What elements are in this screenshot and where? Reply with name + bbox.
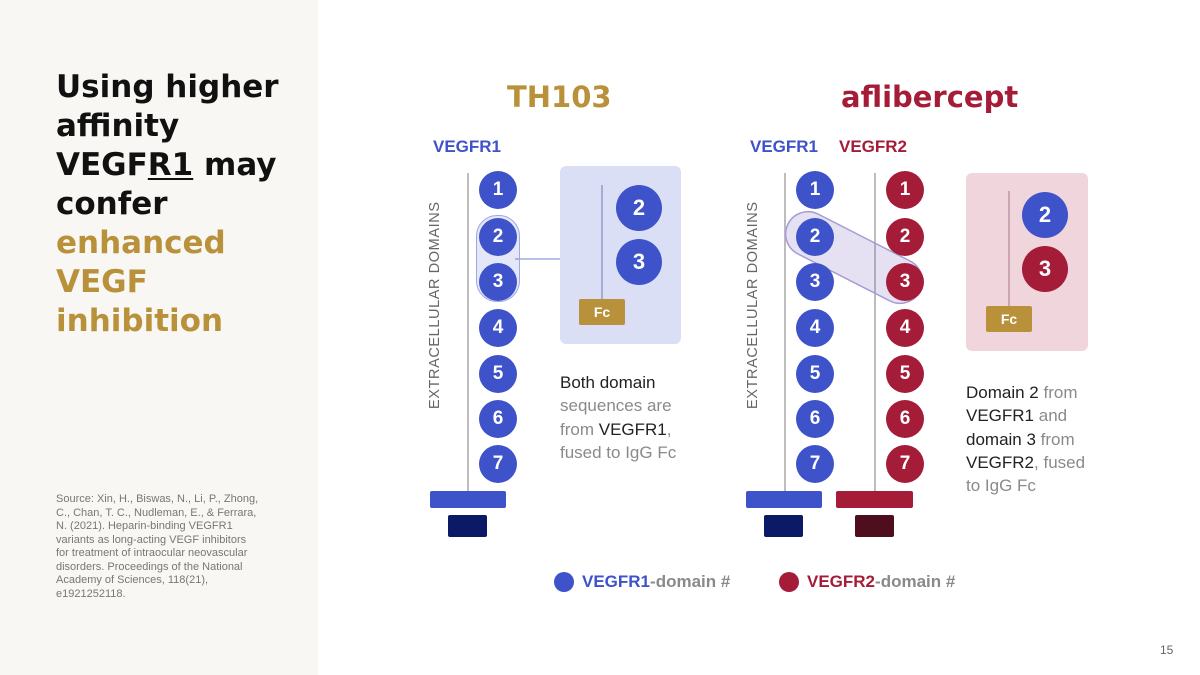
aflibercept-desc-from-1: from — [1038, 383, 1078, 402]
th103-desc-line-4: fused to IgG Fc — [560, 442, 677, 462]
page-number: 15 — [1160, 643, 1174, 657]
aflibercept-vegfr2-membrane-bar — [836, 491, 913, 508]
sidebar-panel — [0, 0, 318, 675]
legend-vegfr1-suffix: -domain # — [650, 572, 731, 591]
aflibercept-desc-domain3: domain 3 — [966, 429, 1036, 449]
th103-description: Both domain sequences are from VEGFR1, f… — [560, 371, 730, 464]
aflibercept-description: Domain 2 from VEGFR1 and domain 3 from V… — [966, 381, 1136, 497]
aflibercept-desc-fused: , fused — [1034, 452, 1086, 472]
aflibercept-vegfr1-domain-7: 7 — [796, 445, 834, 483]
legend-vegfr2: VEGFR2-domain # — [807, 572, 955, 592]
aflibercept-vegfr2-domain-2: 2 — [886, 218, 924, 256]
th103-fusion-domain-2: 2 — [616, 185, 662, 231]
th103-heading: TH103 — [507, 80, 612, 114]
aflibercept-vegfr2-domain-3: 3 — [886, 263, 924, 301]
th103-fusion-domain-3: 3 — [616, 239, 662, 285]
th103-domain-1: 1 — [479, 171, 517, 209]
aflibercept-desc-and: and — [1034, 406, 1068, 426]
aflibercept-vegfr2-domain-4: 4 — [886, 309, 924, 347]
title-line-1: Using higher — [56, 69, 279, 105]
th103-domain-4: 4 — [479, 309, 517, 347]
th103-desc-line-1: Both domain — [560, 373, 656, 392]
th103-desc-vegfr1: VEGFR1 — [598, 419, 667, 439]
th103-receptor-line — [467, 173, 469, 493]
th103-vegfr1-label: VEGFR1 — [433, 137, 502, 156]
th103-fusion-line — [601, 185, 603, 303]
aflibercept-vegfr1-domain-1: 1 — [796, 171, 834, 209]
aflibercept-vegfr1-membrane-bar — [746, 491, 822, 508]
title-line-5: enhanced — [56, 225, 226, 261]
title-line-3: VEGFR1 may — [56, 146, 296, 185]
aflibercept-desc-vegfr2: VEGFR2 — [966, 452, 1035, 472]
legend-vegfr1-key: VEGFR1 — [582, 572, 651, 591]
title-line-4: confer — [56, 186, 168, 222]
title-line-7: inhibition — [56, 303, 224, 339]
title-line-6: VEGF — [56, 264, 148, 300]
source-citation: Source: Xin, H., Biswas, N., Li, P., Zho… — [56, 493, 259, 600]
th103-domain-2: 2 — [479, 218, 517, 256]
aflibercept-vegfr1-domain-3: 3 — [796, 263, 834, 301]
title-vegf: VEGF — [56, 147, 148, 183]
aflibercept-vegfr1-domain-4: 4 — [796, 309, 834, 347]
aflibercept-desc-domain2: Domain 2 — [966, 383, 1039, 402]
aflibercept-vegfr2-domain-5: 5 — [886, 355, 924, 393]
aflibercept-heading: aflibercept — [841, 80, 1019, 114]
legend-vegfr1: VEGFR1-domain # — [582, 572, 730, 592]
th103-axis-label: EXTRACELLULAR DOMAINS — [427, 201, 443, 409]
th103-fusion-connector — [515, 258, 560, 260]
th103-desc-line-2: sequences are — [560, 396, 672, 416]
aflibercept-desc-from-2: from — [1035, 429, 1075, 449]
aflibercept-vegfr1-domain-5: 5 — [796, 355, 834, 393]
aflibercept-vegfr1-anchor — [764, 515, 803, 537]
legend-vegfr2-swatch — [779, 572, 799, 592]
th103-domain-5: 5 — [479, 355, 517, 393]
aflibercept-vegfr1-domain-6: 6 — [796, 400, 834, 438]
aflibercept-desc-igg: to IgG Fc — [966, 476, 1036, 496]
aflibercept-vegfr1-label: VEGFR1 — [750, 137, 819, 156]
title-r1-underlined: R1 — [147, 147, 194, 183]
aflibercept-vegfr2-domain-6: 6 — [886, 400, 924, 438]
title-may: may — [193, 147, 277, 183]
aflibercept-fusion-domain-3: 3 — [1022, 246, 1068, 292]
th103-desc-comma: , — [666, 419, 672, 439]
th103-domain-3: 3 — [479, 263, 517, 301]
aflibercept-desc-vegfr1: VEGFR1 — [966, 406, 1035, 426]
aflibercept-fc-badge: Fc — [986, 306, 1032, 332]
th103-domain-7: 7 — [479, 445, 517, 483]
legend-vegfr2-key: VEGFR2 — [807, 572, 876, 591]
aflibercept-fusion-line — [1008, 191, 1010, 309]
title-line-2: affinity — [56, 108, 180, 144]
aflibercept-vegfr2-line — [874, 173, 876, 493]
th103-fc-badge: Fc — [579, 299, 625, 325]
th103-membrane-bar — [430, 491, 506, 508]
aflibercept-fusion-domain-2: 2 — [1022, 192, 1068, 238]
th103-intracellular-anchor — [448, 515, 487, 537]
th103-domain-6: 6 — [479, 400, 517, 438]
aflibercept-vegfr1-domain-2: 2 — [796, 218, 834, 256]
legend-vegfr1-swatch — [554, 572, 574, 592]
legend-vegfr2-suffix: -domain # — [875, 572, 956, 591]
aflibercept-axis-label: EXTRACELLULAR DOMAINS — [745, 201, 761, 409]
aflibercept-vegfr2-anchor — [855, 515, 894, 537]
slide-title: Using higher affinity VEGFR1 may confer … — [56, 68, 296, 341]
aflibercept-vegfr2-domain-7: 7 — [886, 445, 924, 483]
aflibercept-vegfr1-line — [784, 173, 786, 493]
aflibercept-vegfr2-domain-1: 1 — [886, 171, 924, 209]
aflibercept-vegfr2-label: VEGFR2 — [839, 137, 908, 156]
th103-desc-from: from — [560, 419, 599, 439]
